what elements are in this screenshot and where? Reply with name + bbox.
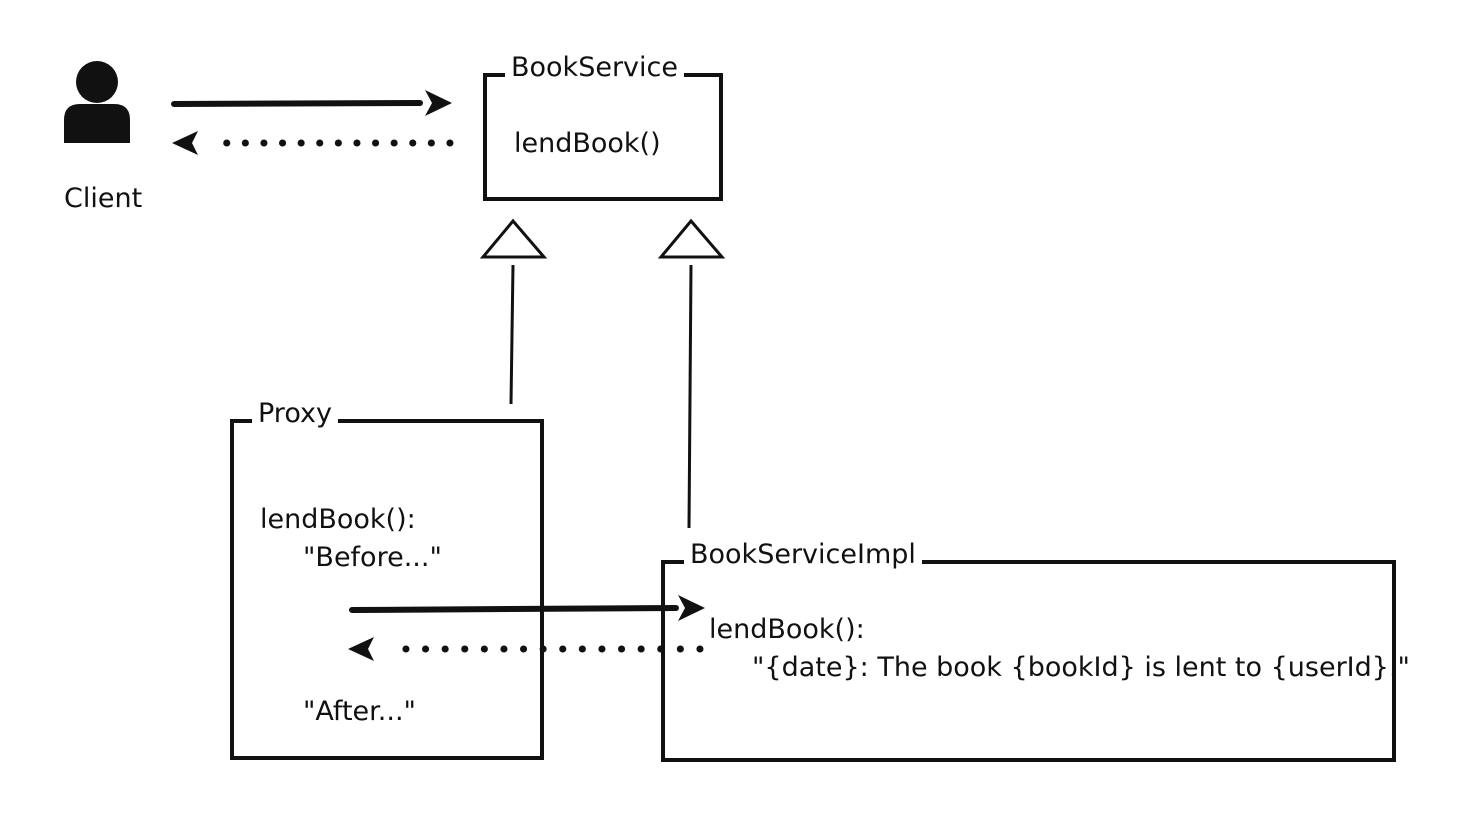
book-service-impl-method: lendBook(): bbox=[709, 614, 865, 645]
delegate-return-arrow bbox=[348, 637, 704, 661]
proxy-method: lendBook(): bbox=[260, 504, 416, 535]
proxy-implements-line bbox=[509, 264, 515, 405]
inheritance-triangle-left bbox=[479, 218, 548, 259]
client-response-arrow bbox=[172, 131, 454, 155]
book-service-impl-title: BookServiceImpl bbox=[684, 540, 922, 570]
delegate-call-arrow bbox=[349, 595, 705, 621]
book-service-title: BookService bbox=[505, 53, 684, 83]
client-label: Client bbox=[64, 183, 143, 214]
book-service-impl-message: "{date}: The book {bookId} is lent to {u… bbox=[752, 652, 1410, 683]
book-service-impl-box bbox=[661, 560, 1396, 762]
proxy-box bbox=[230, 419, 544, 760]
client-request-arrow bbox=[171, 90, 452, 116]
proxy-after-text: "After..." bbox=[303, 696, 416, 727]
impl-implements-line bbox=[687, 264, 693, 529]
user-icon bbox=[64, 61, 130, 143]
book-service-method: lendBook() bbox=[514, 128, 661, 159]
proxy-before-text: "Before..." bbox=[303, 542, 442, 573]
inheritance-triangle-right bbox=[657, 218, 726, 259]
proxy-title: Proxy bbox=[252, 399, 338, 429]
